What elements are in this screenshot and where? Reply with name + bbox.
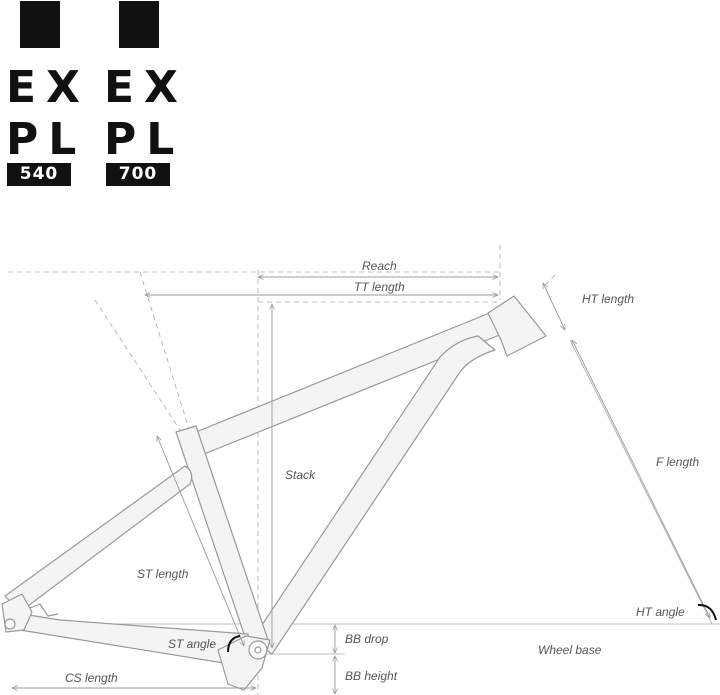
seat-tube — [175, 425, 269, 647]
st-angle-arc — [227, 635, 241, 653]
angle-arcs — [227, 603, 717, 653]
logo-line-2: PL — [104, 114, 185, 165]
top-tube — [195, 311, 503, 455]
st-length-dimension — [157, 436, 244, 646]
f-length-label: F length — [656, 455, 700, 469]
ht-angle-arc — [697, 603, 717, 621]
model-badge: 700 — [106, 163, 170, 186]
st-length-label: ST length — [137, 567, 189, 581]
ht-length-label: HT length — [582, 292, 635, 306]
rear-axle — [4, 618, 16, 630]
cs-length-label: CS length — [65, 671, 118, 685]
wheel-base-label: Wheel base — [538, 643, 602, 657]
logo-line-2: PL — [6, 114, 87, 165]
tt-length-label: TT length — [354, 280, 405, 294]
stack-label: Stack — [285, 468, 316, 482]
f-length-dimension — [572, 340, 710, 618]
dropout-detail — [29, 603, 59, 617]
ht-length-dimension — [542, 283, 566, 330]
bike-frame — [1, 295, 547, 691]
logo-block — [20, 1, 60, 48]
st-angle-label: ST angle — [168, 637, 217, 651]
bb-drop-label: BB drop — [345, 632, 389, 646]
logo-line-1: EX — [104, 62, 188, 113]
seat-tube-extension — [139, 271, 259, 651]
model-badge: 540 — [7, 163, 71, 186]
ht-angle-label: HT angle — [636, 605, 685, 619]
reach-label: Reach — [362, 259, 397, 273]
bottom-bracket-inner — [254, 646, 262, 654]
headtube-axis-extension — [544, 274, 556, 286]
bb-height-label: BB height — [345, 669, 398, 683]
seat-stay — [4, 465, 193, 613]
head-tube — [487, 295, 547, 357]
seat-tube-axis-extension — [94, 299, 181, 431]
logo-block — [119, 1, 159, 48]
fork-line — [569, 339, 713, 625]
logo-line-1: EX — [6, 62, 90, 113]
dimension-lines — [12, 277, 710, 694]
down-tube — [251, 335, 496, 655]
